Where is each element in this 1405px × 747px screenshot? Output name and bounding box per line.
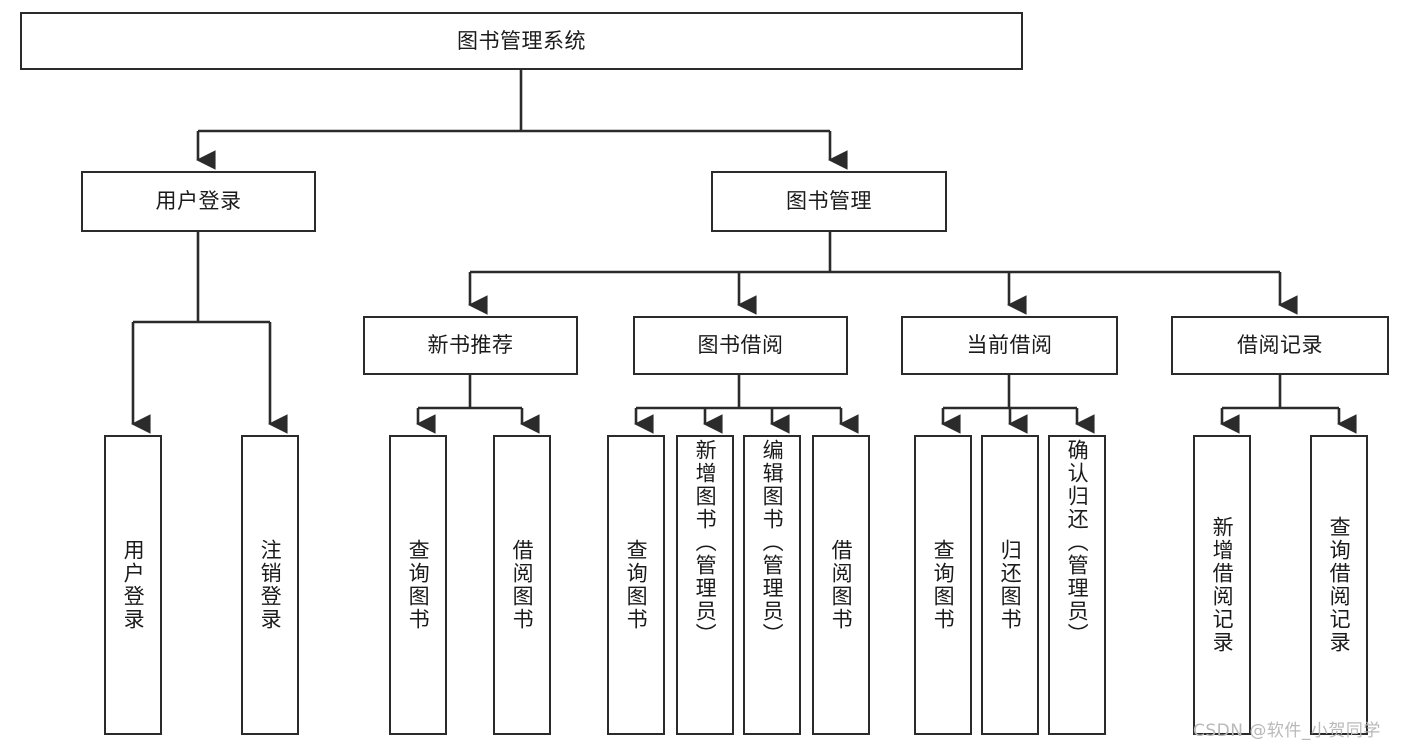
leaf-label: 查询图书 <box>406 539 431 631</box>
leaf-book-borrow-borrow-book[interactable]: 借阅图书 <box>812 435 870 735</box>
node-label: 当前借阅 <box>966 333 1053 358</box>
leaf-current-borrow-confirm-return-admin[interactable]: 确认归还（管理员） <box>1048 435 1106 735</box>
node-label: 图书管理系统 <box>457 28 586 53</box>
leaf-current-borrow-return-book[interactable]: 归还图书 <box>981 435 1039 735</box>
leaf-book-borrow-add-book-admin[interactable]: 新增图书（管理员） <box>676 435 734 735</box>
node-label: 图书借阅 <box>697 333 784 358</box>
leaf-label: 编辑图书（管理员） <box>760 439 785 646</box>
leaf-current-borrow-query-book[interactable]: 查询图书 <box>914 435 972 735</box>
node-label: 借阅记录 <box>1237 333 1323 358</box>
node-borrow-record[interactable]: 借阅记录 <box>1171 316 1389 375</box>
node-book-borrow[interactable]: 图书借阅 <box>633 316 848 375</box>
leaf-book-borrow-query-book[interactable]: 查询图书 <box>607 435 665 735</box>
leaf-label: 归还图书 <box>998 539 1023 631</box>
node-book-management[interactable]: 图书管理 <box>711 171 947 232</box>
leaf-book-borrow-edit-book-admin[interactable]: 编辑图书（管理员） <box>743 435 801 735</box>
leaf-user-login-login[interactable]: 用户登录 <box>104 435 162 735</box>
leaf-user-login-logout[interactable]: 注销登录 <box>241 435 299 735</box>
leaf-label: 确认归还（管理员） <box>1065 439 1090 646</box>
node-current-borrow[interactable]: 当前借阅 <box>901 316 1118 375</box>
leaf-borrow-record-add-record[interactable]: 新增借阅记录 <box>1193 435 1251 735</box>
leaf-label: 查询借阅记录 <box>1327 516 1352 654</box>
node-label: 新书推荐 <box>427 333 514 358</box>
leaf-label: 查询图书 <box>931 539 956 631</box>
node-label: 用户登录 <box>155 189 242 214</box>
leaf-label: 新增图书（管理员） <box>693 439 718 646</box>
leaf-label: 注销登录 <box>258 539 283 631</box>
leaf-label: 借阅图书 <box>510 539 535 631</box>
leaf-new-book-borrow-book[interactable]: 借阅图书 <box>493 435 551 735</box>
node-new-book-recommend[interactable]: 新书推荐 <box>363 316 578 375</box>
csdn-watermark: CSDN @软件_小贺同学 <box>1193 721 1381 741</box>
leaf-label: 新增借阅记录 <box>1210 516 1235 654</box>
leaf-label: 用户登录 <box>121 539 146 631</box>
leaf-new-book-query-book[interactable]: 查询图书 <box>389 435 447 735</box>
leaf-label: 借阅图书 <box>829 539 854 631</box>
node-root-book-management-system[interactable]: 图书管理系统 <box>20 12 1023 70</box>
leaf-borrow-record-query-record[interactable]: 查询借阅记录 <box>1310 435 1368 735</box>
node-label: 图书管理 <box>786 189 872 214</box>
node-user-login[interactable]: 用户登录 <box>81 171 316 232</box>
leaf-label: 查询图书 <box>624 539 649 631</box>
